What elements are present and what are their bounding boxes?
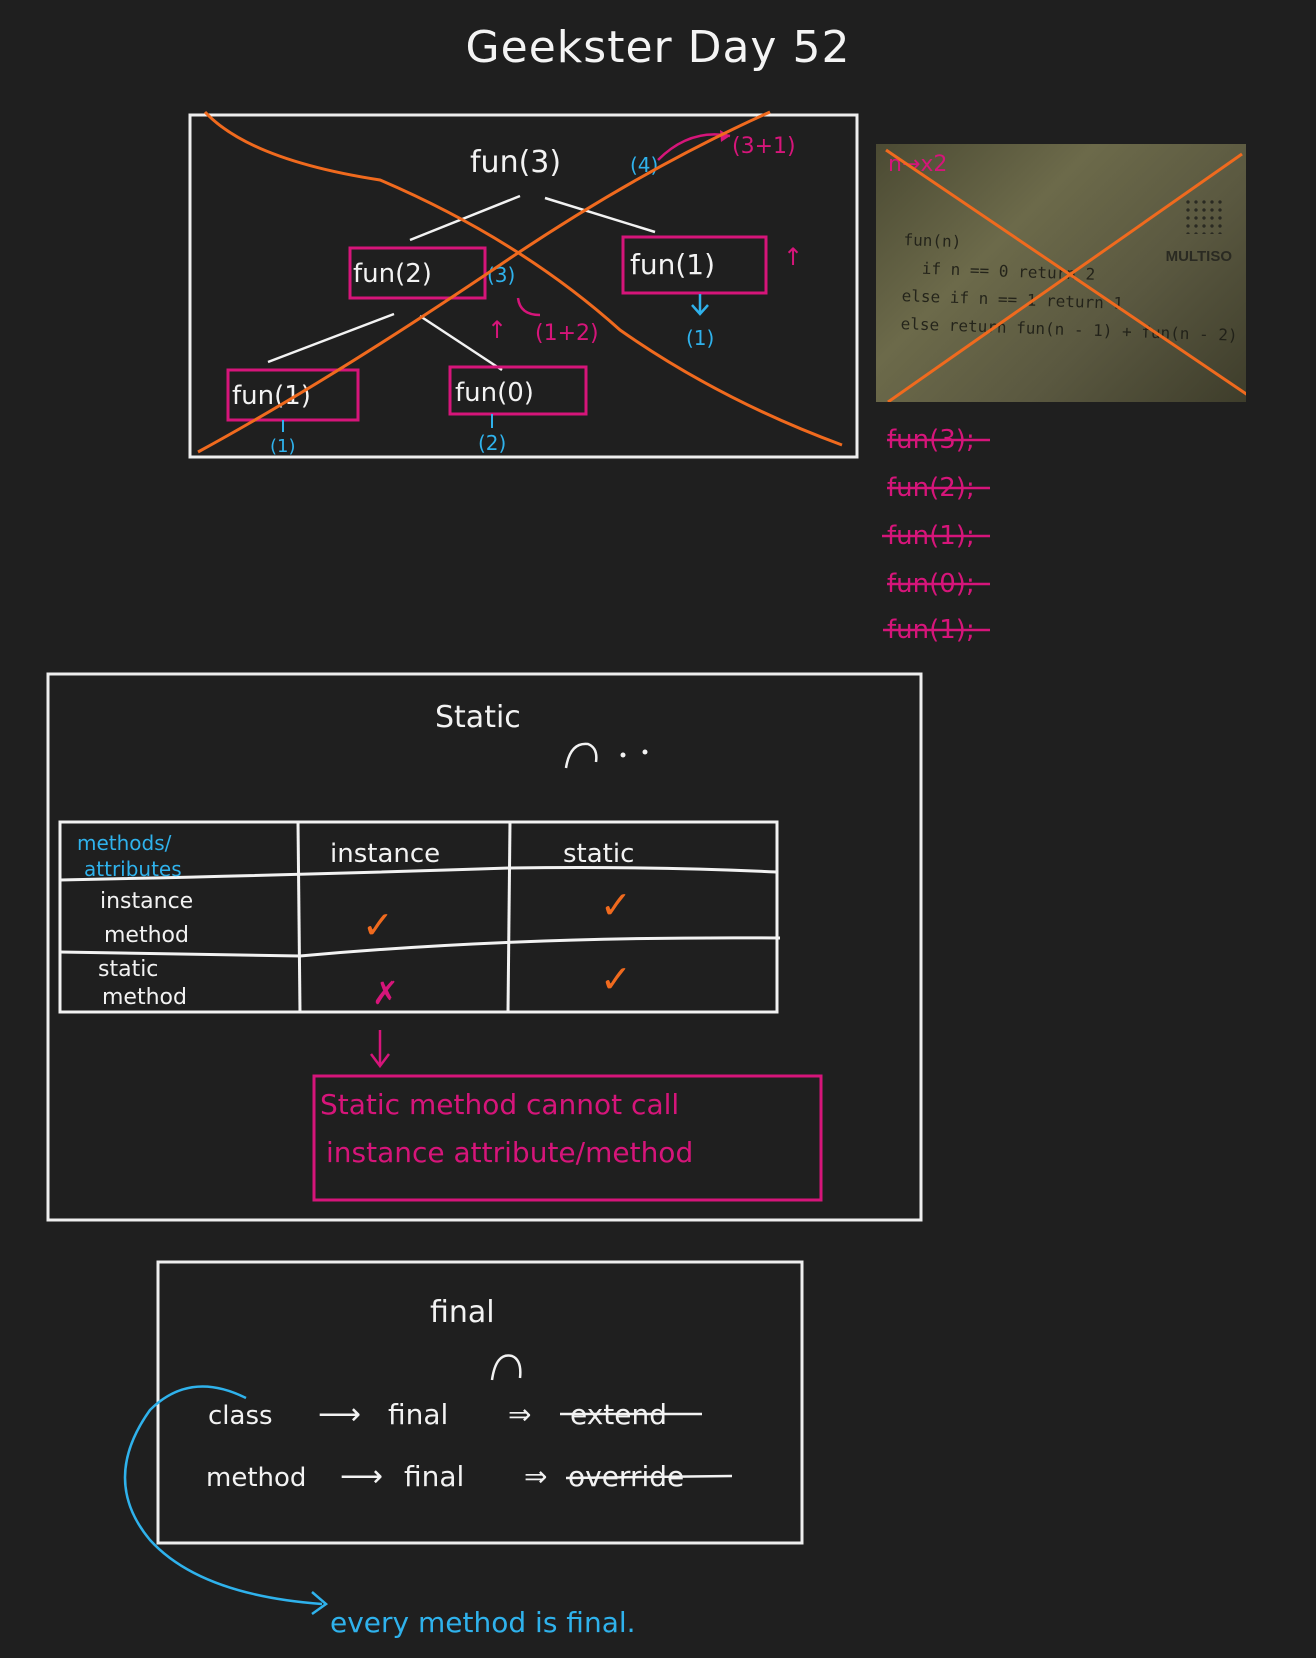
table-row2-label-line1: static	[98, 957, 158, 982]
final-line2-subject: method	[206, 1463, 306, 1493]
table-col-static: static	[563, 839, 634, 869]
table-col-divider	[296, 821, 302, 1013]
static-heading-dot	[642, 749, 648, 755]
final-line1-keyword: final	[388, 1398, 448, 1431]
node-lr-label: fun(0)	[455, 378, 534, 408]
table-corner-line2: attributes	[84, 857, 182, 881]
final-footnote: every method is final.	[330, 1606, 636, 1639]
table-row-divider	[59, 866, 778, 882]
node-ll-box	[226, 368, 360, 422]
cross-out-line-2	[197, 110, 771, 454]
node-left-calc: (1+2)	[535, 321, 599, 346]
static-panel: Static methods/ attributes instance stat…	[46, 672, 923, 1222]
node-lr-result: (2)	[478, 431, 506, 455]
node-left-label: fun(2)	[353, 259, 432, 289]
final-line2-keyword: final	[404, 1460, 464, 1493]
cell-instance-instance: ✓	[362, 903, 394, 947]
final-line2-strike	[565, 1474, 733, 1480]
static-heading: Static	[435, 700, 521, 735]
final-line1-implies: ⇒	[508, 1398, 531, 1431]
node-lr-box	[448, 365, 588, 416]
cross-out-line-1	[203, 110, 843, 447]
branch-root-left	[409, 194, 521, 242]
node-ll-result: (1)	[270, 436, 296, 457]
table-row-divider	[59, 936, 781, 958]
right-up-arrow: ↑	[783, 243, 803, 271]
final-line1-arrow: ⟶	[318, 1397, 361, 1432]
note-box	[312, 1074, 823, 1202]
final-heading: final	[430, 1295, 495, 1330]
final-heading-mark	[490, 1354, 522, 1381]
photo-brand-text: MULTISO	[1165, 248, 1232, 265]
node-root-label: fun(3)	[470, 145, 561, 180]
table-row1-label-line1: instance	[100, 889, 193, 914]
node-root-calc: (3+1)	[732, 134, 796, 159]
recursion-frame	[188, 113, 859, 459]
final-line1-subject: class	[208, 1401, 273, 1431]
branch-root-right	[544, 196, 656, 234]
static-heading-mark	[564, 742, 598, 769]
node-left-result: (3)	[487, 263, 515, 287]
table-row2-label-line2: method	[102, 985, 187, 1010]
cell-instance-static: ✓	[600, 883, 632, 927]
node-right-box	[621, 235, 768, 295]
left-up-arrow: ↑	[487, 316, 507, 344]
static-frame	[46, 672, 923, 1222]
branch-left-left	[267, 312, 395, 364]
table-col-divider	[506, 821, 512, 1013]
final-line2-arrow: ⟶	[340, 1459, 383, 1494]
branch-left-right	[419, 314, 503, 372]
call-stack: fun(3); fun(2); fun(1); fun(0); fun(1);	[882, 425, 990, 645]
cell-static-instance: ✗	[372, 974, 399, 1012]
table-col-instance: instance	[330, 839, 440, 869]
photo-cross-line-2	[887, 152, 1243, 402]
cell-static-static: ✓	[600, 957, 632, 1001]
final-panel: final class ⟶ final ⇒ extend method ⟶ fi…	[123, 1260, 804, 1639]
node-right-label: fun(1)	[630, 248, 715, 281]
recursion-panel: fun(3) (4) (3+1) fun(2) (3) (1+2) ↑ fun(…	[188, 110, 859, 459]
final-callout-arrow-head	[311, 1591, 329, 1616]
photo-cross-out	[885, 148, 1246, 402]
note-line1: Static method cannot call	[320, 1088, 679, 1121]
note-arrow-head	[370, 1053, 390, 1069]
photo-speaker-dots	[1184, 198, 1224, 234]
table-outline	[58, 820, 779, 1014]
static-table: methods/ attributes instance static inst…	[58, 820, 781, 1014]
photo-cross-line-1	[885, 148, 1246, 396]
page-title: Geekster Day 52	[465, 22, 851, 73]
node-left-box	[348, 246, 487, 300]
table-corner-line1: methods/	[77, 831, 172, 855]
note-line2: instance attribute/method	[326, 1136, 693, 1169]
right-down-arrow-head	[691, 304, 709, 316]
left-calc-arrow	[516, 297, 541, 317]
node-root-result: (4)	[630, 153, 658, 177]
table-row1-label-line2: method	[104, 923, 189, 948]
node-ll-label: fun(1)	[232, 381, 311, 411]
node-right-result: (1)	[686, 326, 714, 350]
static-heading-dot	[620, 752, 626, 758]
final-callout-arrow	[123, 1385, 323, 1606]
final-line2-implies: ⇒	[524, 1460, 547, 1493]
